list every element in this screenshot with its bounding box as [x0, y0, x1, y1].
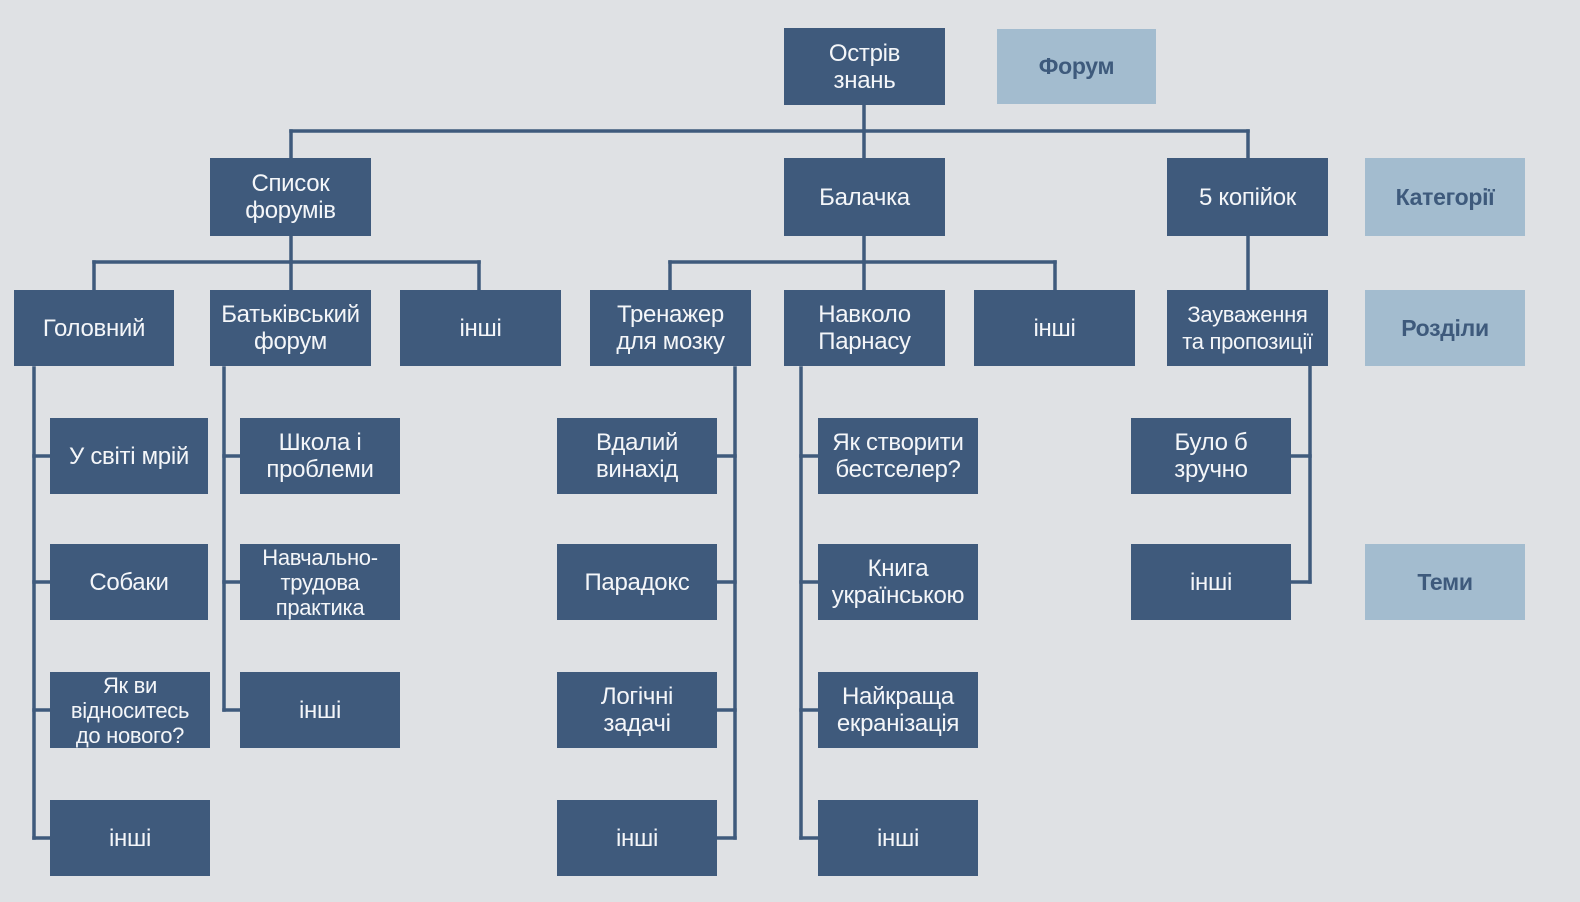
topic-node: Логічні задачі [557, 672, 717, 748]
legend-topics: Теми [1365, 544, 1525, 620]
topic-node: Навчально- трудова практика [240, 544, 400, 620]
section-node: Зауваження та пропозиції [1167, 290, 1328, 366]
legend-sections: Розділи [1365, 290, 1525, 366]
section-node: Батьківський форум [210, 290, 371, 366]
section-node: інші [400, 290, 561, 366]
topic-node: Як створити бестселер? [818, 418, 978, 494]
legend-forum: Форум [997, 29, 1156, 104]
topic-node: інші [50, 800, 210, 876]
topic-node: Було б зручно [1131, 418, 1291, 494]
topic-node: Книга українською [818, 544, 978, 620]
legend-categories: Категорії [1365, 158, 1525, 236]
section-node: Тренажер для мозку [590, 290, 751, 366]
topic-node: Парадокс [557, 544, 717, 620]
topic-node: Школа і проблеми [240, 418, 400, 494]
root-node: Острів знань [784, 28, 945, 105]
category-node: 5 копійок [1167, 158, 1328, 236]
topic-node: інші [557, 800, 717, 876]
topic-node: інші [240, 672, 400, 748]
section-node: Головний [14, 290, 174, 366]
section-node: інші [974, 290, 1135, 366]
topic-node: інші [1131, 544, 1291, 620]
topic-node: Найкраща екранізація [818, 672, 978, 748]
topic-node: Вдалий винахід [557, 418, 717, 494]
topic-node: інші [818, 800, 978, 876]
category-node: Балачка [784, 158, 945, 236]
section-node: Навколо Парнасу [784, 290, 945, 366]
topic-node: Собаки [50, 544, 208, 620]
topic-node: Як ви відноситесь до нового? [50, 672, 210, 748]
topic-node: У світі мрій [50, 418, 208, 494]
category-node: Список форумів [210, 158, 371, 236]
